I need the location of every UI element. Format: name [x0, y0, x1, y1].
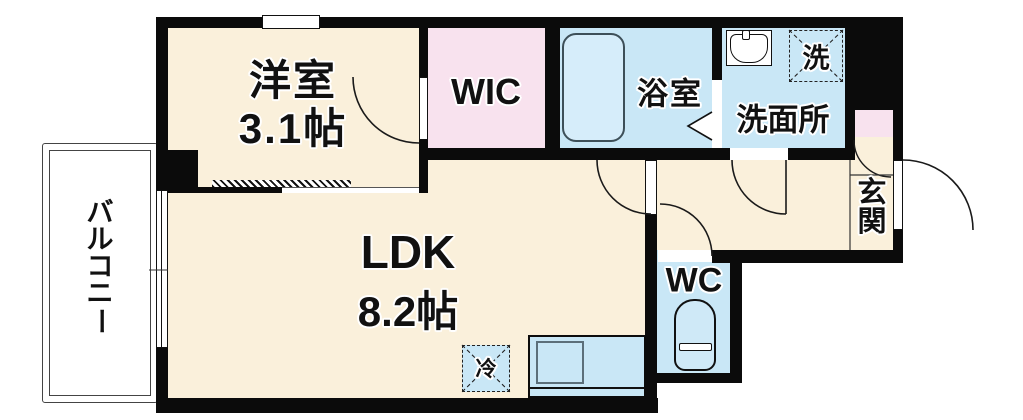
wic-label: WIC — [451, 71, 521, 112]
wall-western-wic-a — [419, 28, 428, 77]
arc-entry-door — [902, 159, 974, 231]
wall-toprow-bottom-b — [788, 148, 855, 160]
opening-washroom — [730, 148, 788, 160]
wc-label: WC — [665, 261, 723, 300]
kitchen-counter-line — [530, 387, 644, 389]
window-balcony — [156, 190, 168, 348]
western-room-name: 洋室 — [248, 57, 338, 104]
western-room-size: 3.1帖 — [238, 105, 348, 152]
bathtub — [562, 33, 625, 142]
bathroom-label: 浴室 — [637, 76, 703, 112]
wall-right-a — [893, 110, 903, 160]
wic-floor — [428, 28, 545, 148]
wall-ldk-hall — [645, 215, 657, 413]
toilet-seat — [679, 343, 712, 351]
entrance-closet — [855, 110, 893, 137]
washer-label: 洗 — [802, 43, 830, 74]
window-western-top — [262, 15, 320, 29]
door-leaf-wic — [419, 77, 428, 140]
wall-western-wic-b — [419, 140, 428, 193]
wall-entrance-left — [845, 110, 855, 160]
sink-faucet — [742, 30, 750, 40]
entrance-label: 玄 関 — [857, 177, 887, 238]
wall-pillar — [156, 150, 198, 193]
washroom-label: 洗面所 — [736, 102, 830, 138]
wall-bath-wash — [712, 17, 722, 80]
wall-wc-bottom — [645, 373, 742, 383]
door-leaf-entry — [893, 160, 903, 230]
hallway-floor — [657, 160, 850, 250]
wall-hall-bottom — [712, 250, 903, 263]
wall-bottom — [156, 398, 658, 413]
opening-bath-wash — [712, 80, 722, 148]
toilet — [674, 299, 716, 371]
wall-right-mass — [845, 17, 903, 110]
wall-left-lower — [156, 347, 168, 413]
ldk-name: LDK — [360, 226, 456, 278]
opening-wc — [658, 250, 712, 262]
wall-wc-right — [730, 262, 742, 383]
wall-left-upper — [156, 17, 168, 193]
ldk-size: 8.2帖 — [357, 288, 459, 335]
balcony-inner-line — [49, 150, 151, 396]
wall-toprow-bottom-a — [428, 148, 730, 160]
wall-top — [156, 17, 903, 28]
opening-western-ldk — [282, 187, 419, 193]
door-leaf-ldk — [645, 160, 657, 215]
window-balcony-midline — [161, 191, 162, 347]
kitchen-sink — [536, 341, 584, 384]
wall-wic-bath — [545, 17, 560, 160]
western-room-label: 洋室 3.1帖 — [239, 57, 347, 153]
balcony-label: バ ル コ ニ ー — [85, 197, 116, 335]
sliding-door-hatch — [212, 180, 351, 187]
wall-right-b — [893, 230, 903, 263]
wall-western-bottom — [198, 187, 282, 193]
fridge-label: 冷 — [475, 358, 497, 381]
ldk-label: LDK 8.2帖 — [358, 222, 458, 342]
